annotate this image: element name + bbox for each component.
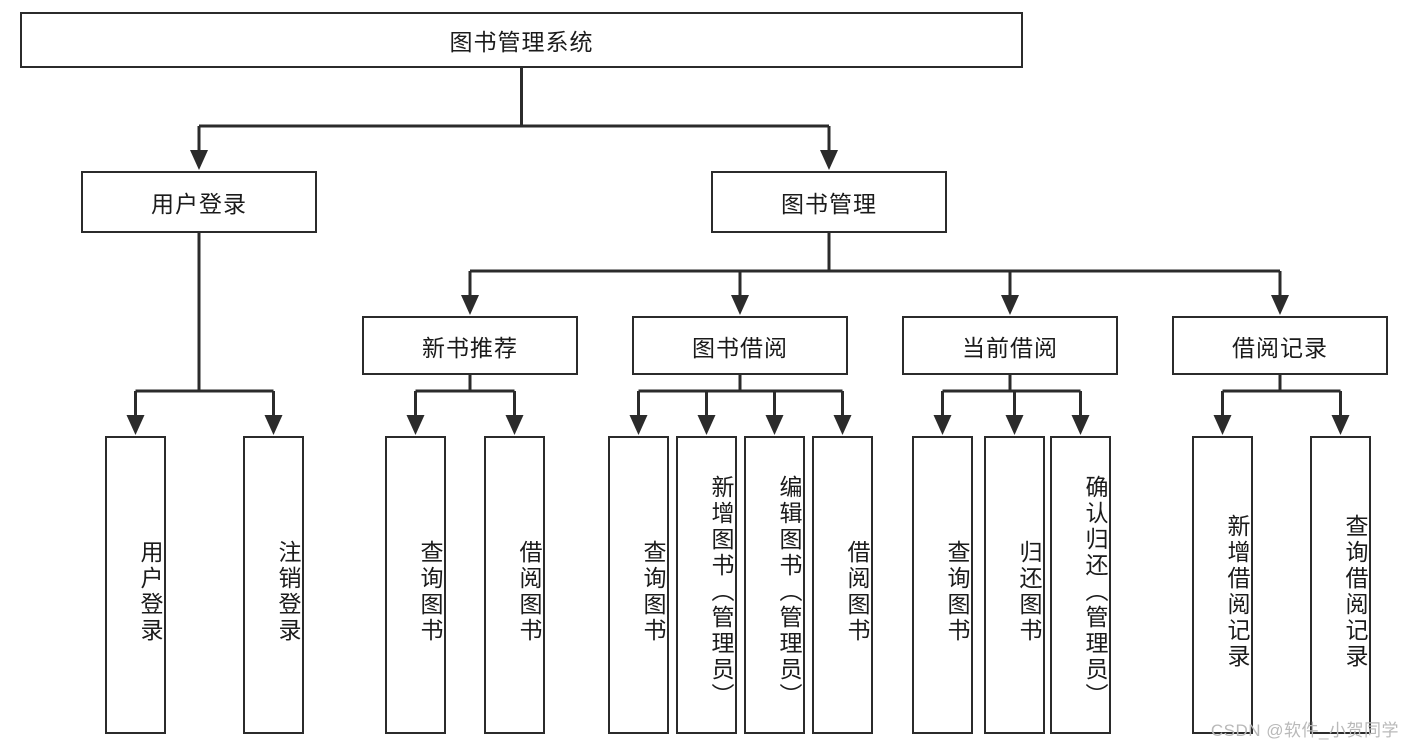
node-leaf-confirm-return[interactable]: 确认归还（管理员）: [1050, 436, 1111, 734]
node-leaf-return-book[interactable]: 归还图书: [984, 436, 1045, 734]
node-label: 确认归还（管理员）: [1082, 475, 1108, 709]
connector-arrowhead: [1071, 415, 1090, 435]
node-label: 图书管理: [781, 191, 877, 217]
connector-arrowhead: [1005, 415, 1024, 435]
node-leaf-add-book[interactable]: 新增图书（管理员）: [676, 436, 737, 734]
connector-arrowhead: [126, 415, 145, 435]
connector-arrowhead: [1001, 295, 1019, 315]
connector-arrowhead: [505, 415, 524, 435]
node-user-login[interactable]: 用户登录: [81, 171, 317, 233]
node-leaf-borrow-book-2[interactable]: 借阅图书: [812, 436, 873, 734]
node-leaf-query-record[interactable]: 查询借阅记录: [1310, 436, 1371, 734]
node-label: 查询图书: [944, 540, 970, 644]
node-label: 用户登录: [151, 191, 247, 217]
connector-arrowhead: [1331, 415, 1350, 435]
connector-arrowhead: [461, 295, 479, 315]
node-new-book-recommend[interactable]: 新书推荐: [362, 316, 578, 375]
node-leaf-user-login[interactable]: 用户登录: [105, 436, 166, 734]
node-leaf-query-book-3[interactable]: 查询图书: [912, 436, 973, 734]
connector-arrowhead: [1271, 295, 1289, 315]
node-label: 新增图书（管理员）: [708, 475, 734, 709]
node-label: 当前借阅: [962, 334, 1058, 361]
node-leaf-query-book-1[interactable]: 查询图书: [385, 436, 446, 734]
node-label: 查询图书: [417, 540, 443, 644]
connector-arrowhead: [833, 415, 852, 435]
connector-arrowhead: [1213, 415, 1232, 435]
connector-arrowhead: [765, 415, 784, 435]
node-label: 归还图书: [1016, 540, 1042, 644]
node-leaf-add-record[interactable]: 新增借阅记录: [1192, 436, 1253, 734]
connector-arrowhead: [264, 415, 283, 435]
node-book-borrow[interactable]: 图书借阅: [632, 316, 848, 375]
connector-arrowhead: [697, 415, 716, 435]
node-leaf-user-logout[interactable]: 注销登录: [243, 436, 304, 734]
node-label: 借阅记录: [1232, 334, 1328, 361]
node-label: 借阅图书: [844, 540, 870, 644]
node-label: 用户登录: [137, 540, 163, 644]
connector-arrowhead: [933, 415, 952, 435]
node-label: 查询借阅记录: [1342, 514, 1368, 670]
node-label: 编辑图书（管理员）: [776, 475, 802, 709]
connector-arrowhead: [406, 415, 425, 435]
node-label: 新增借阅记录: [1224, 514, 1250, 670]
node-label: 图书管理系统: [449, 29, 594, 55]
node-leaf-borrow-book-1[interactable]: 借阅图书: [484, 436, 545, 734]
node-label: 图书借阅: [692, 334, 788, 361]
connector-arrowhead: [629, 415, 648, 435]
node-label: 借阅图书: [516, 540, 542, 644]
node-book-manage[interactable]: 图书管理: [711, 171, 947, 233]
node-leaf-edit-book[interactable]: 编辑图书（管理员）: [744, 436, 805, 734]
node-root[interactable]: 图书管理系统: [20, 12, 1023, 68]
connector-arrowhead: [820, 150, 838, 170]
connector-arrowhead: [731, 295, 749, 315]
node-label: 查询图书: [640, 540, 666, 644]
node-label: 新书推荐: [422, 334, 518, 361]
node-current-borrow[interactable]: 当前借阅: [902, 316, 1118, 375]
node-label: 注销登录: [275, 540, 301, 644]
node-borrow-record[interactable]: 借阅记录: [1172, 316, 1388, 375]
node-leaf-query-book-2[interactable]: 查询图书: [608, 436, 669, 734]
connector-arrowhead: [190, 150, 208, 170]
